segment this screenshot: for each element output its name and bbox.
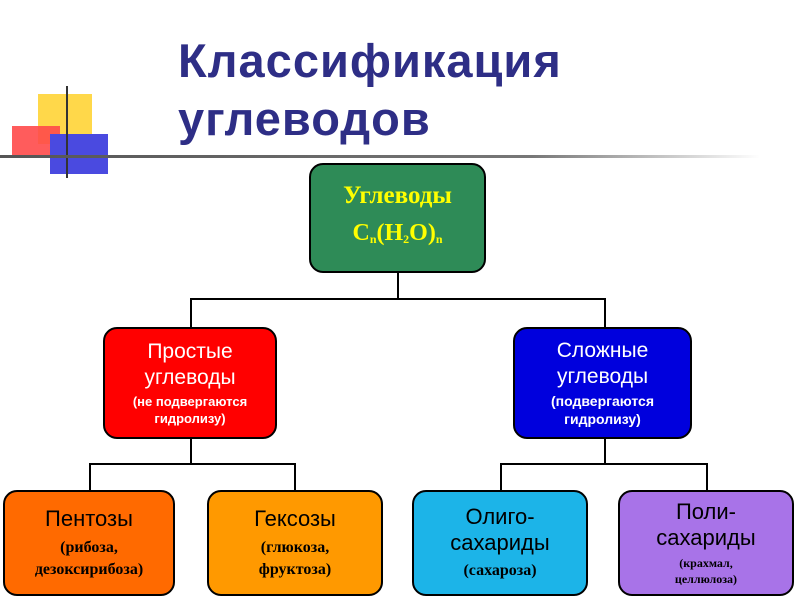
hexoses-examples-1: (глюкоза, [260,539,330,556]
title-line-1: Классификация [178,34,562,87]
connector-to-complex [604,298,606,328]
oligo-line-1: Олиго- [465,504,535,529]
poly-examples-1: (крахмал, [679,556,733,570]
formula-h: (H [376,220,404,246]
title-underline [0,155,760,158]
connector-level1-bar [190,298,606,300]
node-oligosaccharides: Олиго- сахариды (сахароза) [412,490,588,596]
poly-line-2: сахариды [656,525,756,550]
node-carbohydrates-label: Углеводы [343,182,452,209]
oligo-line-2: сахариды [450,530,550,555]
decor-blue-square [50,134,108,174]
formula-o: O) [409,220,436,246]
node-hexoses: Гексозы (глюкоза, фруктоза) [207,490,383,596]
node-carbohydrates: Углеводы Cn(H2O)n [309,163,486,273]
hexoses-name: Гексозы [254,506,336,531]
pentoses-name: Пентозы [45,506,133,531]
node-pentoses: Пентозы (рибоза, дезоксирибоза) [3,490,175,596]
formula-n1: n [369,232,377,246]
page-title: Классификация углеводов [178,32,562,148]
connector-to-oligo [500,463,502,491]
formula-n2: n [435,232,443,246]
poly-line-1: Поли- [675,499,737,524]
oligo-examples: (сахароза) [463,562,537,579]
node-simple-carbohydrates: Простые углеводы (не подвергаются гидрол… [103,327,277,439]
pentoses-examples-1: (рибоза, [60,539,118,556]
connector-complex-bar [500,463,708,465]
pentoses-examples-2: дезоксирибоза) [34,561,144,578]
complex-line-2: углеводы [556,365,649,388]
connector-to-pentoses [89,463,91,491]
simple-line-1: Простые [147,340,233,363]
connector-simple-stem [190,438,192,465]
connector-simple-bar [89,463,296,465]
node-carbohydrates-formula: Cn(H2O)n [352,216,442,256]
node-complex-carbohydrates: Сложные углеводы (подвергаются гидролизу… [513,327,692,439]
connector-root-stem [397,272,399,300]
complex-note: (подвергаются гидролизу) [551,393,654,427]
title-line-2: углеводов [178,92,431,145]
connector-complex-stem [604,438,606,465]
complex-line-1: Сложные [556,339,649,362]
simple-note: (не подвергаются гидролизу) [132,394,248,426]
formula-two: 2 [403,232,410,246]
decor-vertical-line [66,86,68,178]
hexoses-examples-2: фруктоза) [258,561,332,578]
formula-c: C [352,220,370,246]
simple-line-2: углеводы [144,366,236,389]
poly-examples-2: целлюлоза) [674,572,738,586]
node-polysaccharides: Поли- сахариды (крахмал, целлюлоза) [618,490,794,596]
connector-to-hexoses [294,463,296,491]
connector-to-simple [190,298,192,328]
connector-to-poly [706,463,708,491]
